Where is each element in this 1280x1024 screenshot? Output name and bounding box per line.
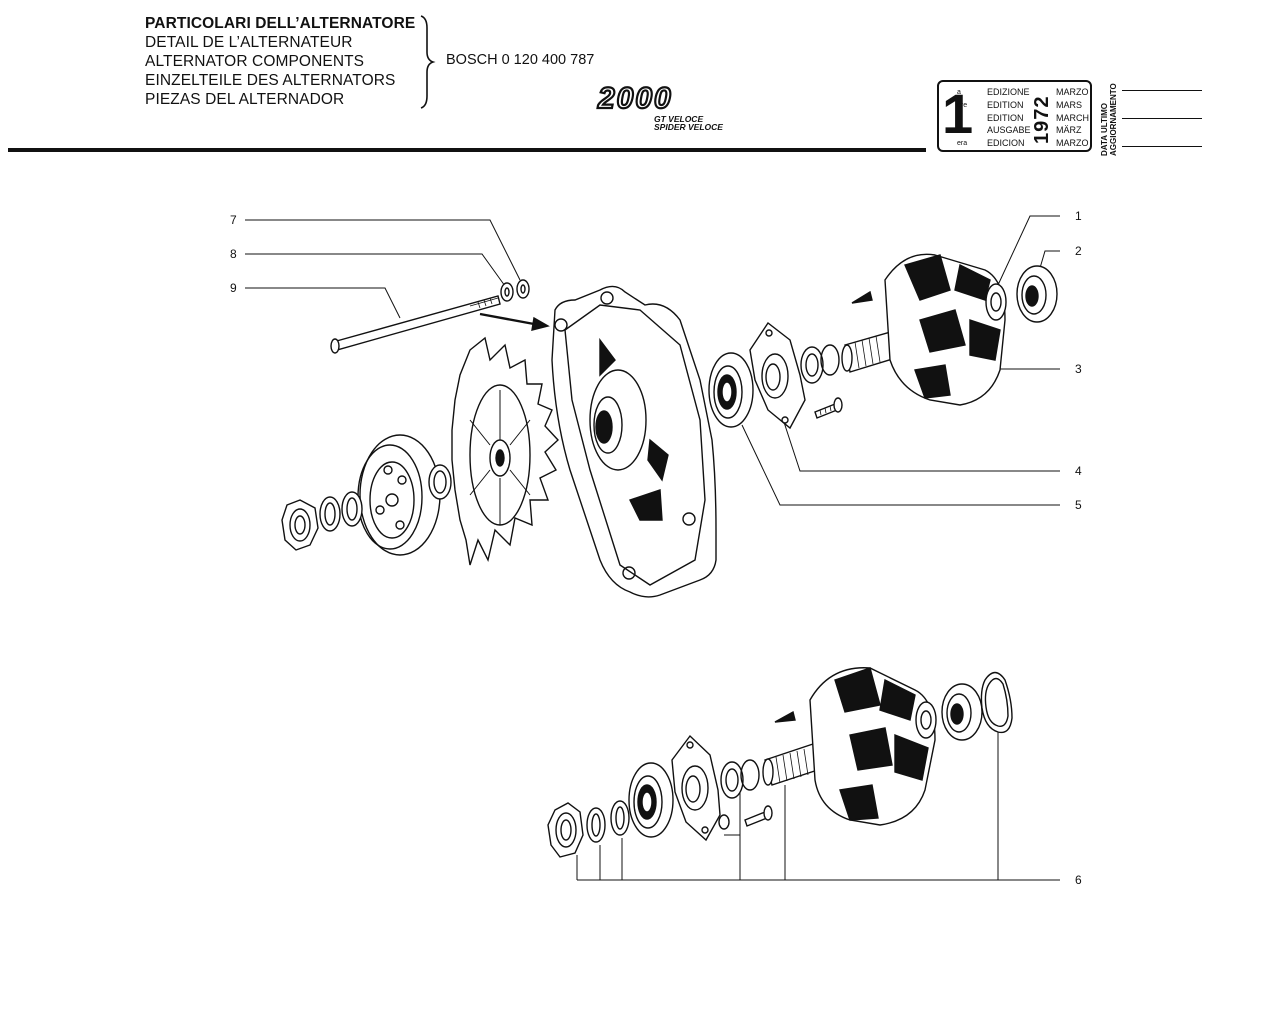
callout-1: 1 bbox=[1075, 209, 1082, 223]
pulley-nut bbox=[281, 499, 319, 551]
callout-8: 8 bbox=[230, 247, 237, 261]
rotor-lower bbox=[762, 667, 937, 826]
model-names: GT VELOCE SPIDER VELOCE bbox=[654, 114, 723, 132]
screw-upper bbox=[814, 397, 843, 419]
edition-suffix: a bbox=[957, 89, 961, 96]
callout-6: 6 bbox=[1075, 873, 1082, 887]
callout-9: 9 bbox=[230, 281, 237, 295]
part-number: BOSCH 0 120 400 787 bbox=[446, 52, 595, 68]
edition-language: EDITION bbox=[987, 113, 1024, 123]
edition-suffix: era bbox=[957, 140, 968, 147]
update-line bbox=[1122, 118, 1202, 119]
title-block: PARTICOLARI DELL’ALTERNATORE DETAIL DE L… bbox=[145, 14, 415, 109]
through-bolt bbox=[330, 295, 501, 354]
leader-lines-upper bbox=[245, 215, 1060, 506]
edition-suffix: st bbox=[957, 115, 963, 122]
front-housing bbox=[551, 285, 717, 598]
washers-7-8 bbox=[500, 279, 530, 302]
model-spider: SPIDER VELOCE bbox=[654, 122, 723, 132]
logo-text: 2000 bbox=[597, 86, 673, 112]
title-french: DETAIL DE L’ALTERNATEUR bbox=[145, 34, 353, 51]
plate-lower bbox=[671, 734, 721, 842]
model-gt: GT VELOCE bbox=[654, 114, 704, 124]
spacer-rings-upper bbox=[319, 464, 452, 532]
callout-5: 5 bbox=[1075, 498, 1082, 512]
o-ring-lower bbox=[980, 671, 1013, 734]
bearing-lower bbox=[628, 762, 674, 838]
edition-number: 1 bbox=[942, 82, 974, 145]
edition-suffix: ere bbox=[957, 102, 968, 109]
update-line bbox=[1122, 146, 1202, 147]
logo-2000-icon: 2000 bbox=[596, 86, 673, 112]
edition-month: MARCH bbox=[1056, 113, 1089, 123]
arrow-icon bbox=[479, 312, 550, 331]
edition-month: MARZO bbox=[1056, 138, 1089, 148]
edition-month: MÄRZ bbox=[1056, 125, 1082, 135]
header-rule bbox=[8, 148, 926, 152]
edition-month: MARZO bbox=[1056, 87, 1089, 97]
edition-suffix: . bbox=[957, 127, 959, 134]
update-line bbox=[1122, 90, 1202, 91]
screw-lower bbox=[744, 805, 773, 827]
callout-3: 3 bbox=[1075, 362, 1082, 376]
retainer-plate-4 bbox=[749, 321, 806, 430]
edition-language: EDICION bbox=[987, 138, 1025, 148]
leader-lines-lower bbox=[576, 730, 1060, 881]
callout-7: 7 bbox=[230, 213, 237, 227]
bearing-2 bbox=[1016, 265, 1058, 323]
bearing-5 bbox=[708, 352, 754, 428]
nut-lower bbox=[547, 802, 584, 858]
edition-box: 1 a ere st . era EDIZIONE EDITION EDITIO… bbox=[937, 80, 1092, 152]
edition-language: EDITION bbox=[987, 100, 1024, 110]
callout-2: 2 bbox=[1075, 244, 1082, 258]
circlip-rings-upper bbox=[800, 344, 840, 384]
callout-4: 4 bbox=[1075, 464, 1082, 478]
title-spanish: PIEZAS DEL ALTERNADOR bbox=[145, 91, 345, 108]
edition-month: MARS bbox=[1056, 100, 1083, 110]
washers-lower bbox=[586, 800, 630, 843]
bearing-lower-rear bbox=[941, 683, 983, 741]
rotor-upper bbox=[841, 253, 1007, 406]
circlips-lower bbox=[718, 759, 760, 830]
edition-language: EDIZIONE bbox=[987, 87, 1030, 97]
brace-icon bbox=[420, 15, 436, 109]
pulley bbox=[357, 434, 441, 556]
title-german: EINZELTEILE DES ALTERNATORS bbox=[145, 72, 396, 89]
title-english: ALTERNATOR COMPONENTS bbox=[145, 53, 365, 70]
title-italian: PARTICOLARI DELL’ALTERNATORE bbox=[145, 15, 416, 32]
edition-language: AUSGABE bbox=[987, 125, 1031, 135]
cooling-fan bbox=[451, 336, 559, 566]
